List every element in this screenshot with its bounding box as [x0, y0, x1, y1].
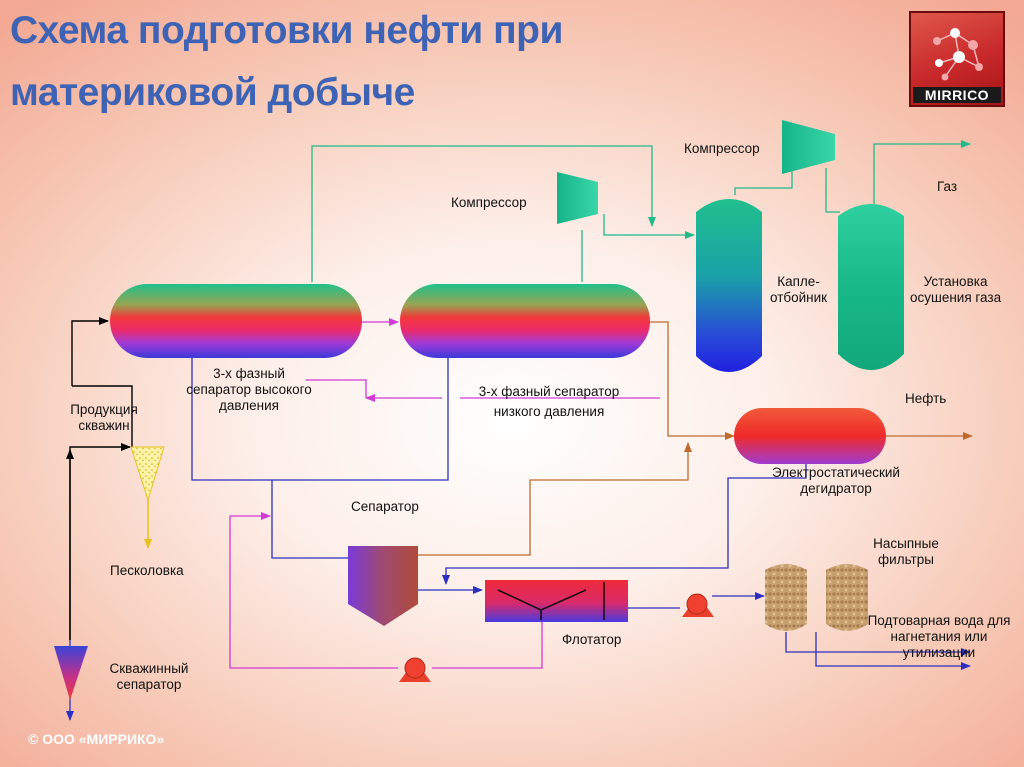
recycle-lines [229, 318, 660, 669]
label-sand-trap: Песколовка [110, 563, 184, 578]
page-title: Схема подготовки нефти при материковой д… [10, 0, 563, 124]
pump-flotator [682, 593, 714, 617]
gas-lines [311, 140, 971, 282]
lp-three-phase-separator [400, 284, 650, 358]
label-compressor-top: Компрессор [684, 141, 760, 156]
separator-hopper [348, 546, 418, 626]
label-separator: Сепаратор [351, 499, 419, 514]
copyright: © ООО «МИРРИКО» [28, 731, 165, 747]
label-gas: Газ [937, 179, 958, 194]
sand-trap [130, 446, 165, 502]
hp-three-phase-separator [110, 284, 362, 358]
compressor-mid [557, 172, 598, 224]
title-line-1: Схема подготовки нефти при [10, 9, 563, 52]
flotator [485, 580, 628, 622]
logo-brand-text: MIRRICO [913, 87, 1001, 103]
droplet-separator [696, 199, 762, 372]
oil-lines [418, 321, 973, 556]
feed-lines [66, 317, 133, 640]
bulk-filters [765, 564, 868, 631]
molecule-network-icon [933, 28, 983, 81]
gas-drying-unit [838, 204, 904, 370]
label-droplet-separator: Капле-отбойник [770, 274, 828, 305]
label-compressor-mid: Компрессор [451, 195, 527, 210]
mirrico-logo: MIRRICO [909, 11, 1005, 107]
pump-recycle [399, 657, 431, 682]
electrostatic-dehydrator [734, 408, 886, 464]
label-oil: Нефть [905, 391, 947, 406]
title-line-2: материковой добыче [10, 71, 415, 114]
label-flotator: Флотатор [562, 632, 622, 647]
compressor-top [782, 120, 835, 174]
well-separator [54, 646, 88, 700]
